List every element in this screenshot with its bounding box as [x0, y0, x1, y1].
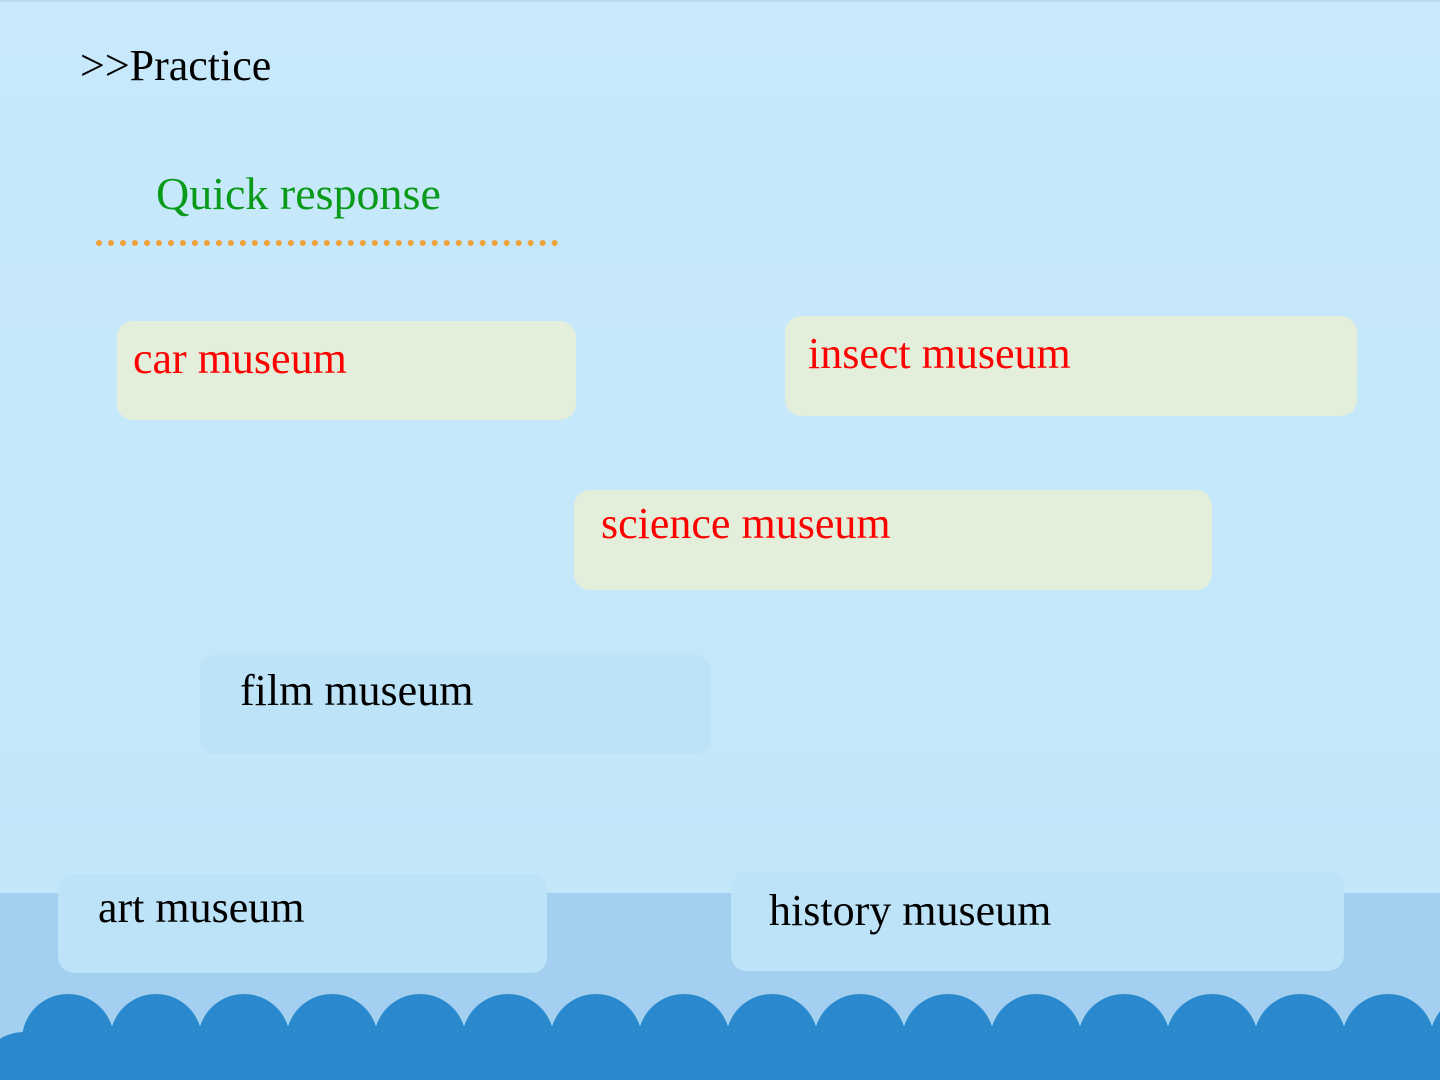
wave-scallop [946, 1032, 1038, 1080]
wave-scallop [330, 1032, 422, 1080]
card-history-museum[interactable]: history museum [731, 871, 1344, 971]
card-car-museum[interactable]: car museum [117, 321, 576, 420]
top-border [0, 0, 1440, 2]
card-film-museum[interactable]: film museum [200, 655, 711, 754]
wave-decoration [0, 994, 1440, 1080]
wave-scallop [154, 1032, 246, 1080]
wave-scallop [858, 1032, 950, 1080]
page-title: >>Practice [80, 41, 272, 90]
card-label: science museum [601, 499, 891, 548]
card-insect-museum[interactable]: insect museum [785, 316, 1357, 416]
section-subtitle: Quick response [156, 168, 441, 219]
dotted-divider [96, 240, 558, 246]
card-label: film museum [240, 666, 474, 715]
card-label: art museum [98, 883, 305, 932]
card-science-museum[interactable]: science museum [574, 490, 1212, 590]
wave-scallop [594, 1032, 686, 1080]
wave-scallop [1034, 1032, 1126, 1080]
card-label: insect museum [808, 329, 1071, 378]
wave-scallop [418, 1032, 510, 1080]
wave-scallop [1122, 1032, 1214, 1080]
wave-scallop [66, 1032, 158, 1080]
wave-scallop [506, 1032, 598, 1080]
wave-scallop [770, 1032, 862, 1080]
wave-scallop [682, 1032, 774, 1080]
card-art-museum[interactable]: art museum [58, 874, 547, 973]
wave-scallop [1210, 1032, 1302, 1080]
card-label: car museum [133, 334, 347, 383]
wave-scallop [242, 1032, 334, 1080]
wave-scallop [1386, 1032, 1440, 1080]
wave-scallop [0, 1032, 70, 1080]
card-label: history museum [769, 886, 1052, 935]
wave-scallop [1298, 1032, 1390, 1080]
